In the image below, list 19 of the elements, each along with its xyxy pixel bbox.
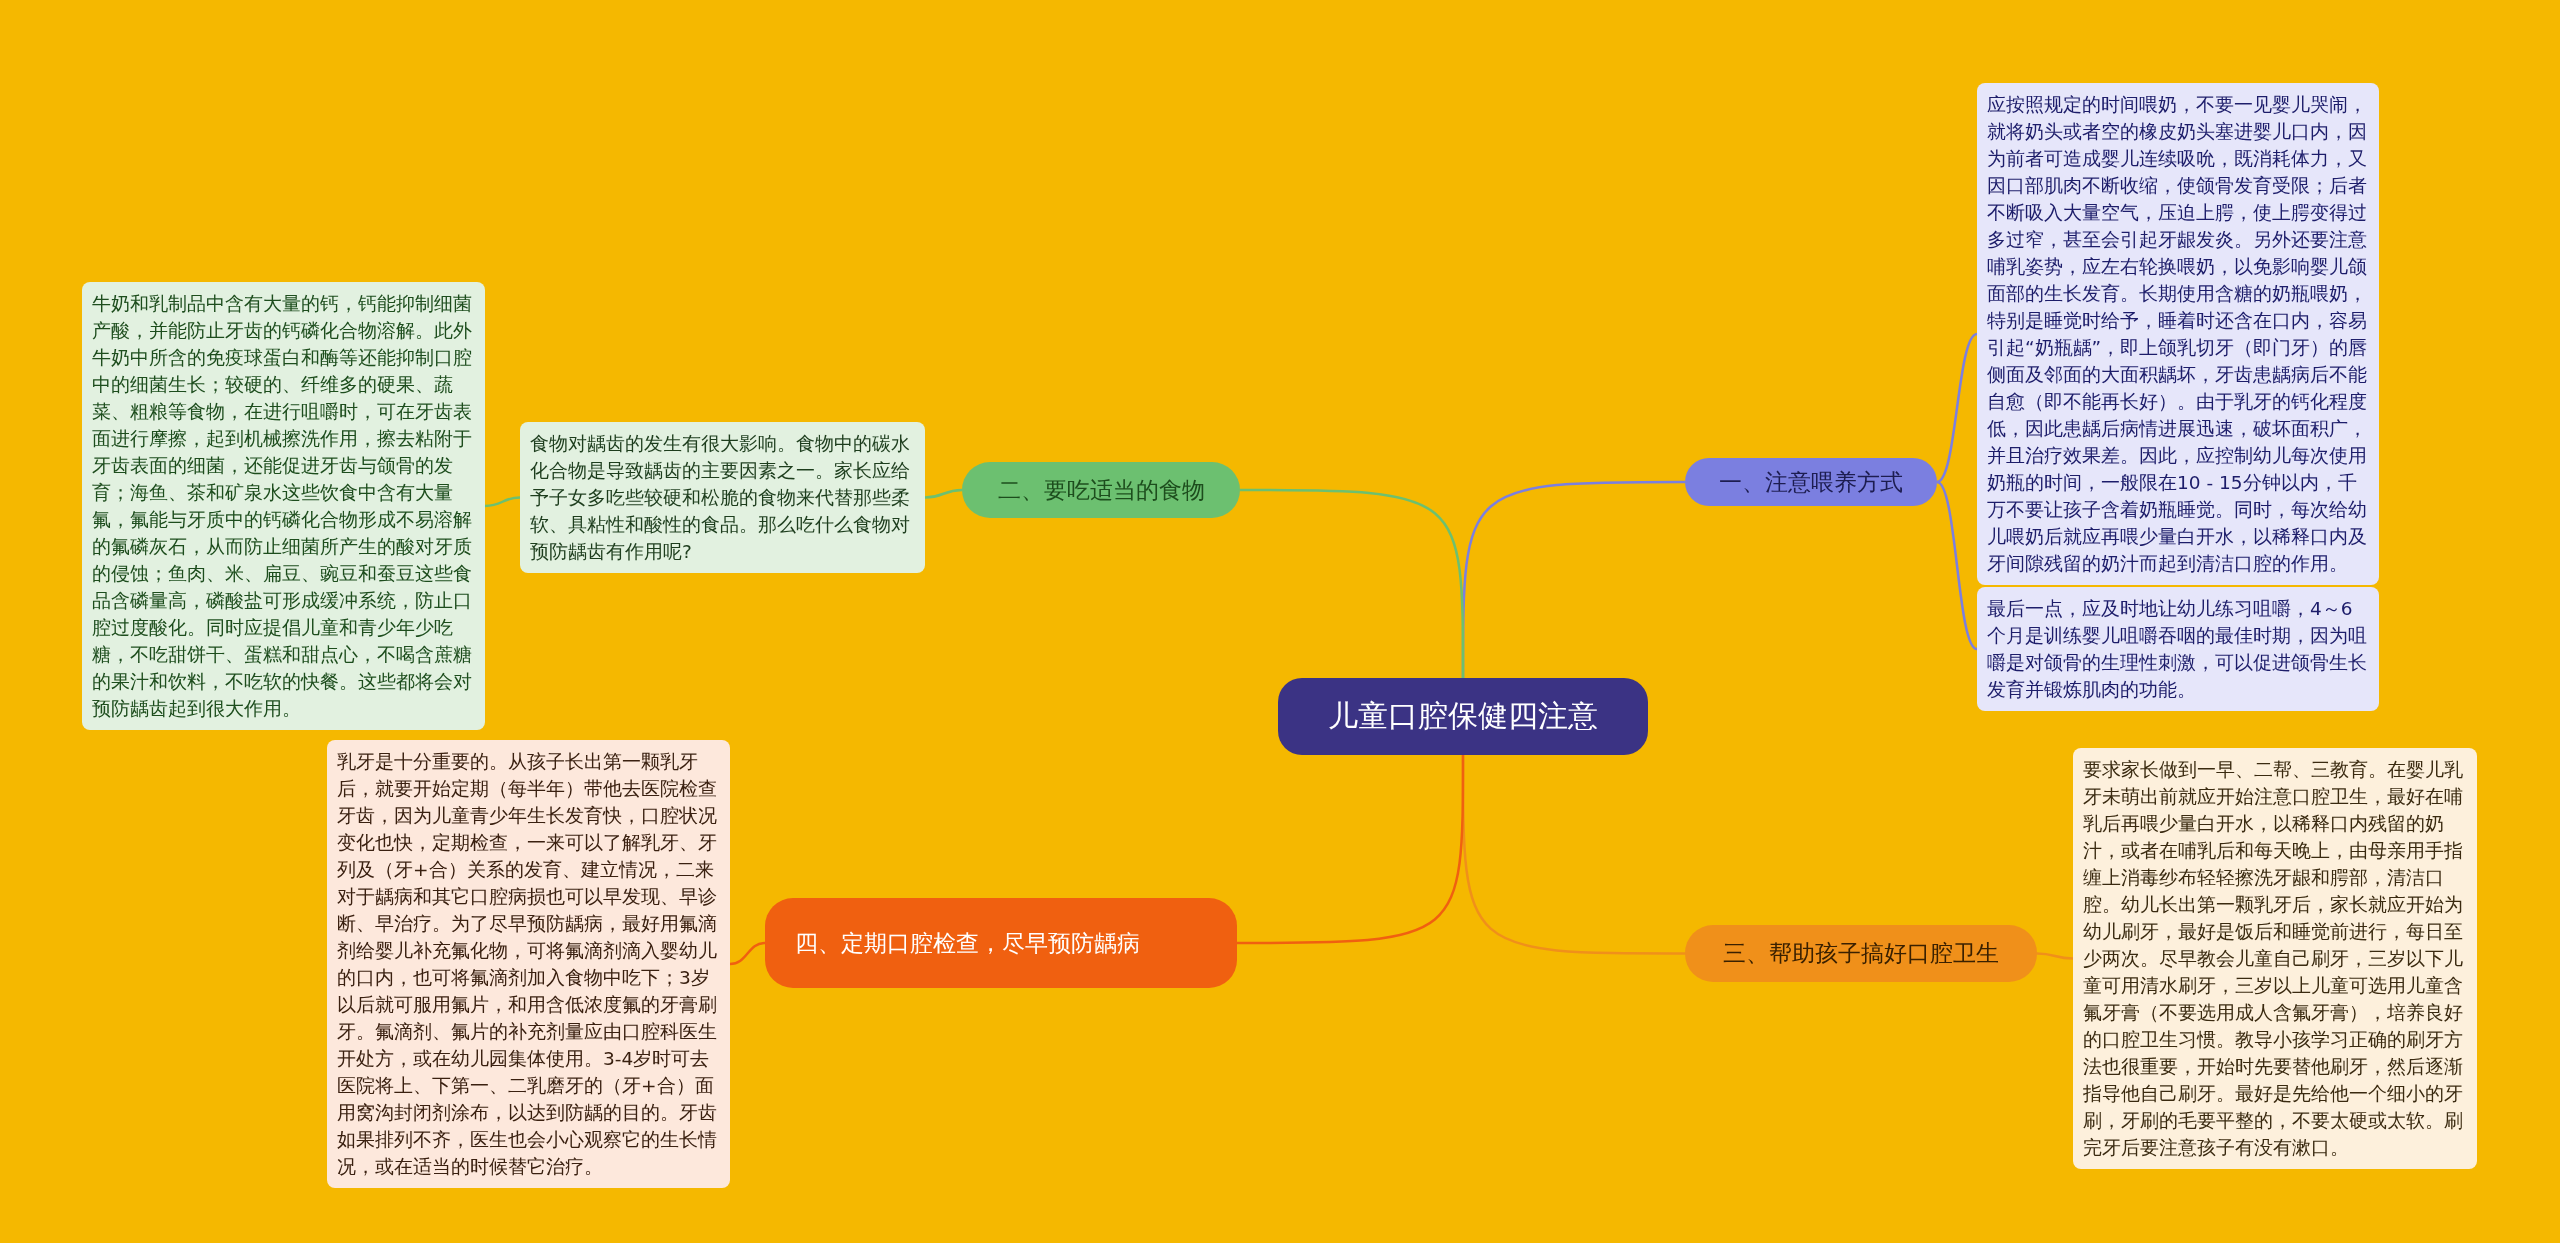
note-card: 应按照规定的时间喂奶，不要一见婴儿哭闹，就将奶头或者空的橡皮奶头塞进婴儿口内，因为前者可造成婴儿连续吸吮，既消耗体力，又因口部肌肉不断收缩，使颌骨发育受限；后者不断吸入大量空气，压迫上腭，使上腭变得过多过窄，甚至会引起牙龈发炎。另外还要注意哺乳姿势，应左右轮换喂奶，以免影响婴儿颌面部的生长发育。长期使用含糖的奶瓶喂奶，特别是睡觉时给予，睡着时还含在口内，容易引起“奶瓶龋”，即上颌乳切牙（即门牙）的唇侧面及邻面的大面积龋坏，牙齿患龋病后不能自愈（即不能再长好）。由于乳牙的钙化程度低，因此患龋后病情进展迅速，破坏面积广，并且治疗效果差。因此，应控制幼儿每次使用奶瓶的时间，一般限在10 - 15分钟以内，千万不要让孩子含着奶瓶睡觉。同时，每次给幼儿喂奶后就应再喂少量白开水，以稀释口内及牙间隙残留的奶汁而起到清洁口腔的作用。 <box>1977 83 2379 585</box>
central-topic: 儿童口腔保健四注意 <box>1278 678 1648 755</box>
topic-box: 三、帮助孩子搞好口腔卫生 <box>1685 925 2037 982</box>
note-card: 牛奶和乳制品中含有大量的钙，钙能抑制细菌产酸，并能防止牙齿的钙磷化合物溶解。此外牛奶中所含的免疫球蛋白和酶等还能抑制口腔中的细菌生长；较硬的、纤维多的硬果、蔬菜、粗粮等食物，在进行咀嚼时，可在牙齿表面进行摩擦，起到机械擦洗作用，擦去粘附于牙齿表面的细菌，还能促进牙齿与颌骨的发育；海鱼、茶和矿泉水这些饮食中含有大量氟，氟能与牙质中的钙磷化合物形成不易溶解的氟磷灰石，从而防止细菌所产生的酸对牙质的侵蚀；鱼肉、米、扁豆、豌豆和蚕豆这些食品含磷量高，磷酸盐可形成缓冲系统，防止口腔过度酸化。同时应提倡儿童和青少年少吃糖，不吃甜饼干、蛋糕和甜点心，不喝含蔗糖的果汁和饮料，不吃软的快餐。这些都将会对预防龋齿起到很大作用。 <box>82 282 485 730</box>
connector-line <box>2036 952 2074 960</box>
topic-box: 二、要吃适当的食物 <box>962 462 1240 518</box>
connector-line <box>1237 755 1465 945</box>
note-card: 最后一点，应及时地让幼儿练习咀嚼，4～6个月是训练婴儿咀嚼吞咽的最佳时期，因为咀嚼是对颌骨的生理性刺激，可以促进颌骨生长发育并锻炼肌肉的功能。 <box>1977 587 2379 711</box>
connector-line <box>1240 488 1465 678</box>
note-card: 食物对龋齿的发生有很大影响。食物中的碳水化合物是导致龋齿的主要因素之一。家长应给予子女多吃些较硬和松脆的食物来代替那些柔软、具粘性和酸性的食品。那么吃什么食物对预防龋齿有作用呢? <box>520 422 925 573</box>
note-card: 要求家长做到一早、二帮、三教育。在婴儿乳牙未萌出前就应开始注意口腔卫生，最好在哺乳后再喂少量白开水，以稀释口内残留的奶汁，或者在哺乳后和每天晚上，由母亲用手指缠上消毒纱布轻轻擦洗牙龈和腭部，清洁口腔。幼儿长出第一颗乳牙后，家长就应开始为幼儿刷牙，最好是饭后和睡觉前进行，每日至少两次。尽早教会儿童自己刷牙，三岁以下儿童可用清水刷牙，三岁以上儿童可选用儿童含氟牙膏（不要选用成人含氟牙膏），培养良好的口腔卫生习惯。教导小孩学习正确的刷牙方法也很重要，开始时先要替他刷牙，然后逐渐指导他自己刷牙。最好是先给他一个细小的牙刷，牙刷的毛要平整的，不要太硬或太软。刷完牙后要注意孩子有没有漱口。 <box>2073 748 2477 1169</box>
topic-box: 四、定期口腔检查，尽早预防龋病 <box>765 898 1237 988</box>
connector-line <box>484 496 521 508</box>
connector-line <box>1936 332 1978 484</box>
connector-line <box>1936 481 1978 650</box>
topic-box: 一、注意喂养方式 <box>1685 458 1937 506</box>
connector-line <box>924 488 963 499</box>
connector-line <box>729 941 766 966</box>
note-card: 乳牙是十分重要的。从孩子长出第一颗乳牙后，就要开始定期（每半年）带他去医院检查牙齿，因为儿童青少年生长发育快，口腔状况变化也快，定期检查，一来可以了解乳牙、牙列及（牙+合）关系的发育、建立情况，二来对于龋病和其它口腔病损也可以早发现、早诊断、早治疗。为了尽早预防龋病，最好用氟滴剂给婴儿补充氟化物，可将氟滴剂滴入婴幼儿的口内，也可将氟滴剂加入食物中吃下；3岁以后就可服用氟片，和用含低浓度氟的牙膏刷牙。氟滴剂、氟片的补充剂量应由口腔科医生开处方，或在幼儿园集体使用。3-4岁时可去医院将上、下第一、二乳磨牙的（牙+合）面用窝沟封闭剂涂布，以达到防龋的目的。牙齿如果排列不齐，医生也会小心观察它的生长情况，或在适当的时候替它治疗。 <box>327 740 730 1188</box>
